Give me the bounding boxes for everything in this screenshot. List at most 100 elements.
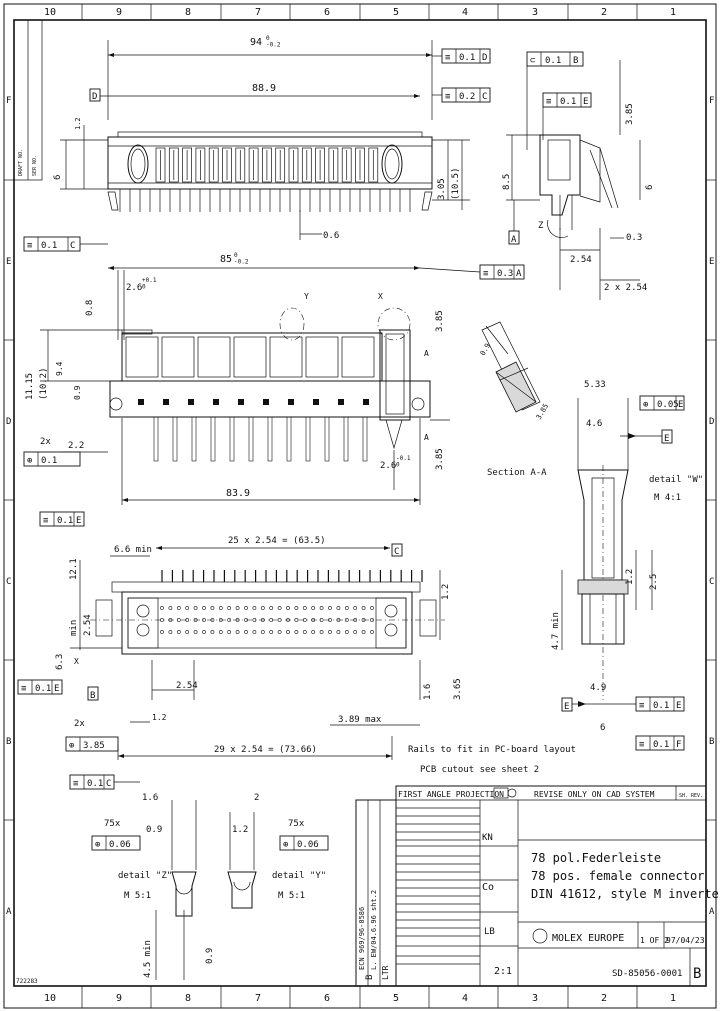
contact-pin [229,416,235,462]
svg-text:4.9: 4.9 [590,683,606,693]
row-label: C [6,577,11,587]
svg-text:3.85: 3.85 [625,103,635,125]
contact-hole [370,630,374,634]
row-labels: F E D C B A F E D C B A [6,96,715,917]
svg-text:E: E [583,97,588,107]
contact-hole [176,606,181,610]
contact-tab [138,399,144,405]
revision-letter: B [693,966,701,982]
col-label: 10 [44,993,56,1004]
row-label: F [6,96,11,106]
svg-text:X: X [378,292,383,301]
contact-hole [235,630,240,634]
contact-hole [353,630,358,634]
row-label: A [6,907,12,917]
svg-text:DRAFT NO.: DRAFT NO. [18,149,24,176]
svg-text:0.9: 0.9 [73,385,82,400]
row-label: B [6,737,11,747]
svg-text:E: E [564,702,569,712]
svg-text:0.9: 0.9 [479,342,492,357]
tolerance-frame: ≡ 0.1 E [17,679,63,695]
svg-text:(10.5): (10.5) [451,167,461,200]
contact-hole [210,606,215,610]
contact-hole [260,630,265,634]
contact-hole [277,630,282,634]
contact-hole [176,630,181,634]
svg-text:FIRST ANGLE PROJECTION: FIRST ANGLE PROJECTION [398,790,504,799]
contact-hole [269,606,274,610]
svg-text:0.3: 0.3 [497,269,513,279]
contact-hole [361,630,366,634]
contact-hole [193,630,198,634]
svg-text:3.85: 3.85 [535,402,550,421]
contact-hole [286,630,290,634]
svg-text:Y: Y [304,292,309,301]
svg-text:6.3: 6.3 [55,654,65,670]
svg-text:2 x 2.54: 2 x 2.54 [604,283,647,293]
contact-hole [202,606,206,610]
row-label: A [709,907,715,917]
svg-text:ECN 969/96-0586: ECN 969/96-0586 [358,907,366,970]
contact-hole [202,630,206,634]
contact-hole [227,618,232,622]
side-view: ⊂ 0.1 B ≡ 0.1 E A 8.5 3.85 6 [502,51,655,300]
svg-text:Section A-A: Section A-A [487,468,547,478]
cell [161,336,195,378]
col-label: 3 [532,7,538,18]
col-label: 3 [532,993,538,1004]
contact-tab [363,399,369,405]
contact-hole [277,618,282,622]
svg-text:2.54: 2.54 [570,255,592,265]
tolerance-frame: ≡ 0.1 C [23,236,81,252]
section-a-a: Section A-A 3.85 0.9 [479,321,550,478]
contact-slot [315,147,325,183]
contact-hole [353,606,358,610]
contact-pin [343,416,349,462]
col-label: 1 [670,7,676,18]
svg-text:2.54: 2.54 [83,614,93,636]
svg-text:E: E [54,684,59,694]
document-number: SD-85056-0001 [612,969,682,979]
svg-text:⊕: ⊕ [95,840,100,850]
tolerance-frame: ≡ 0.1 F [635,735,685,751]
front-view: 94 0-0.2 88.9 D 6 1.2 [53,35,491,241]
col-label: 7 [255,7,261,18]
svg-text:≡: ≡ [546,97,552,107]
company-name: MOLEX EUROPE [552,933,624,944]
svg-text:KN: KN [482,833,493,843]
title-line: 78 pol.Federleiste [531,851,661,865]
svg-text:0.9: 0.9 [146,825,162,835]
svg-text:≡: ≡ [445,53,451,63]
svg-text:0.06: 0.06 [109,840,131,850]
svg-text:C: C [482,92,487,102]
contact-pin [210,416,216,462]
svg-text:0-0.2: 0-0.2 [234,252,249,266]
svg-text:≡: ≡ [445,92,451,102]
svg-text:0.1: 0.1 [653,701,669,711]
contact-slot [195,147,206,183]
svg-text:REVISE ONLY ON CAD SYSTEM: REVISE ONLY ON CAD SYSTEM [534,790,655,799]
svg-text:A: A [511,235,517,245]
contact-slot [341,147,352,183]
note: Rails to fit in PC-board layout [408,745,576,755]
svg-text:1.2: 1.2 [441,584,451,600]
col-label: 2 [601,993,607,1004]
contact-hole [218,630,223,634]
contact-pin [172,416,178,462]
svg-text:11.15: 11.15 [25,373,35,400]
cell [197,336,231,378]
contact-hole [193,606,198,610]
svg-text:0.9: 0.9 [205,948,215,964]
col-label: 5 [393,993,399,1004]
svg-text:F: F [676,740,681,750]
contact-slot [275,147,286,183]
svg-text:0.06: 0.06 [297,840,319,850]
svg-text:SER NO.: SER NO. [32,155,38,176]
svg-text:⊕: ⊕ [643,400,648,410]
svg-text:75x: 75x [104,819,121,829]
contact-hole [370,618,374,622]
tolerance-frame: ⊕ 0.06 [91,835,141,851]
svg-text:2.5: 2.5 [649,574,659,590]
contact-tab [163,399,169,405]
contact-hole [260,606,265,610]
